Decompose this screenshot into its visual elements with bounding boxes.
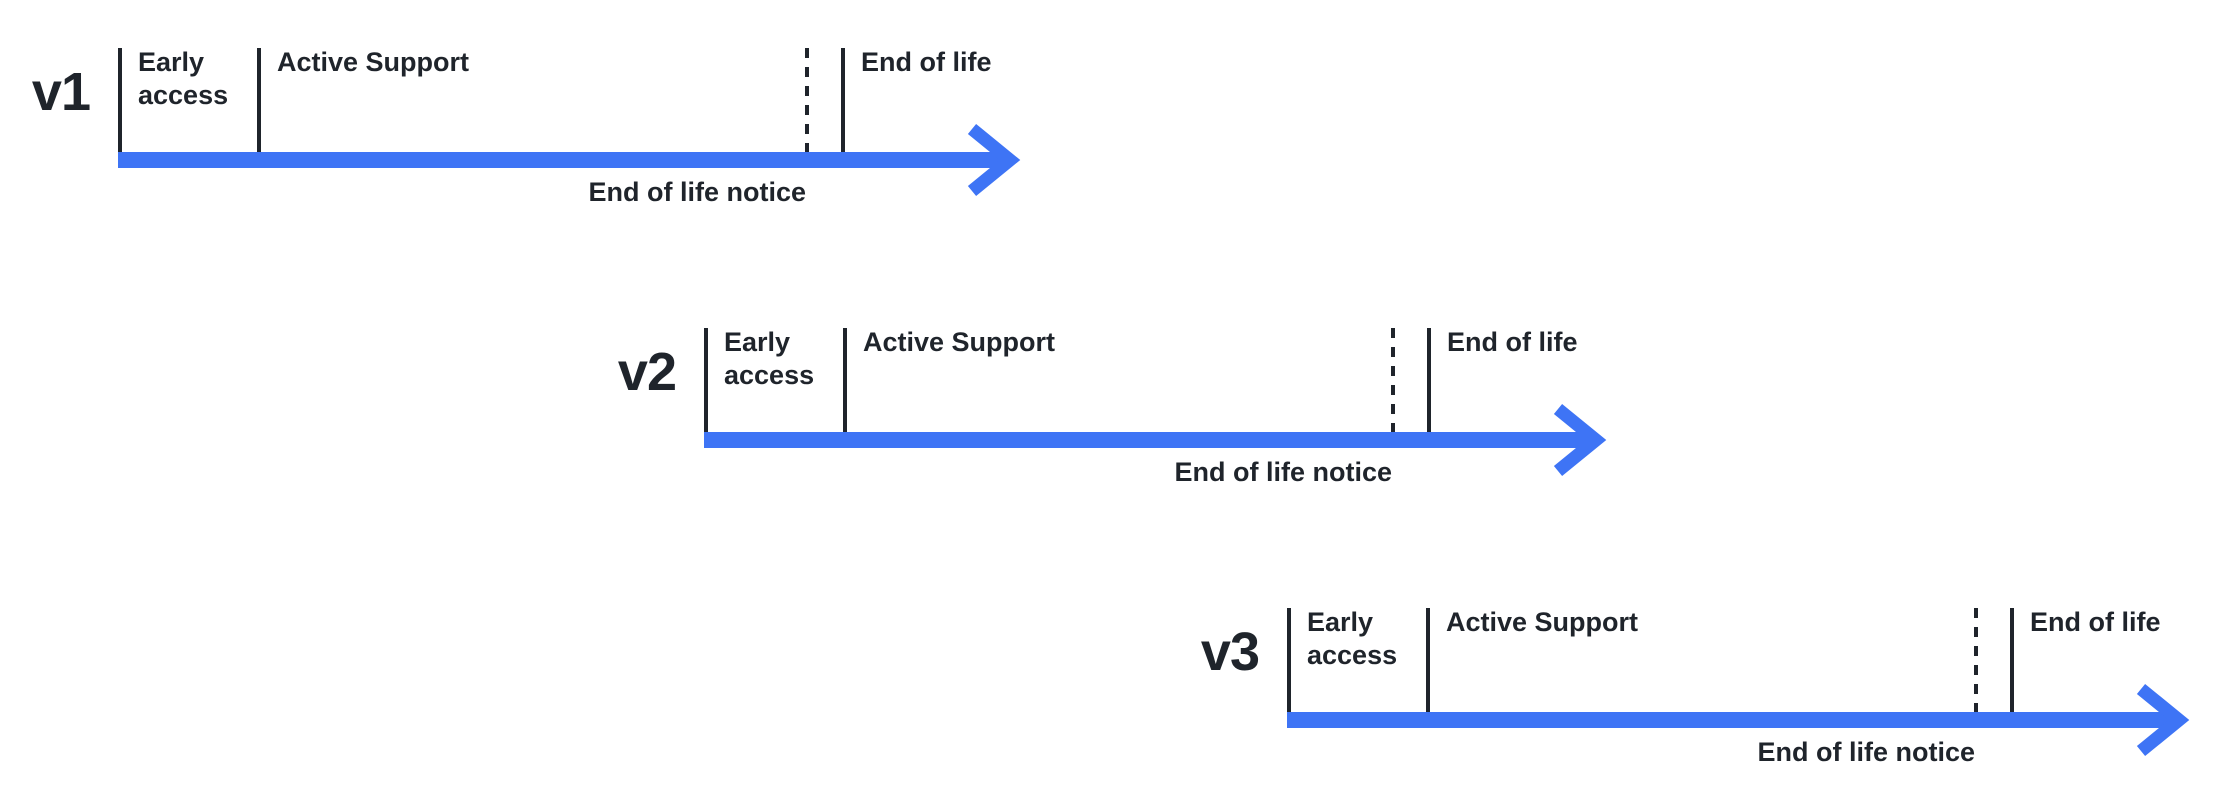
phase-label-end-of-life: End of life <box>861 47 992 77</box>
end-of-life-notice-label: End of life notice <box>1174 457 1392 487</box>
phase-label-end-of-life: End of life <box>2030 607 2161 637</box>
timeline-arrow-shaft <box>1287 712 2175 728</box>
eol-notice-dashed-line <box>1391 328 1395 432</box>
end-of-life-tick <box>841 48 845 152</box>
eol-notice-dashed-line <box>805 48 809 152</box>
phase-label-end-of-life: End of life <box>1447 327 1578 357</box>
end-of-life-notice-label: End of life notice <box>588 177 806 207</box>
version-label: v1 <box>31 62 91 122</box>
timeline-v1: v1 Early access Active Support End of li… <box>18 30 1038 270</box>
end-of-life-tick <box>1427 328 1431 432</box>
arrow-head-icon <box>2136 683 2190 757</box>
arrow-head-icon <box>1553 403 1607 477</box>
arrow-head-icon <box>967 123 1021 197</box>
active-support-tick <box>1426 608 1430 712</box>
phase-label-early-access: Early access <box>138 47 229 110</box>
end-of-life-notice-label: End of life notice <box>1757 737 1975 767</box>
eol-notice-dashed-line <box>1974 608 1978 712</box>
active-support-tick <box>843 328 847 432</box>
phase-label-active-support: Active Support <box>277 47 470 77</box>
version-label: v2 <box>617 342 677 402</box>
active-support-tick <box>257 48 261 152</box>
phase-label-active-support: Active Support <box>1446 607 1639 637</box>
phase-label-early-access: Early access <box>1307 607 1398 670</box>
early-access-tick <box>1287 608 1291 712</box>
phase-label-active-support: Active Support <box>863 327 1056 357</box>
version-label: v3 <box>1200 622 1260 682</box>
timeline-v3: v3 Early access Active Support End of li… <box>1187 590 2207 812</box>
end-of-life-tick <box>2010 608 2014 712</box>
timeline-arrow-shaft <box>704 432 1592 448</box>
timeline-v2: v2 Early access Active Support End of li… <box>604 310 1624 550</box>
timeline-arrow-shaft <box>118 152 1006 168</box>
phase-label-early-access: Early access <box>724 327 815 390</box>
early-access-tick <box>118 48 122 152</box>
early-access-tick <box>704 328 708 432</box>
